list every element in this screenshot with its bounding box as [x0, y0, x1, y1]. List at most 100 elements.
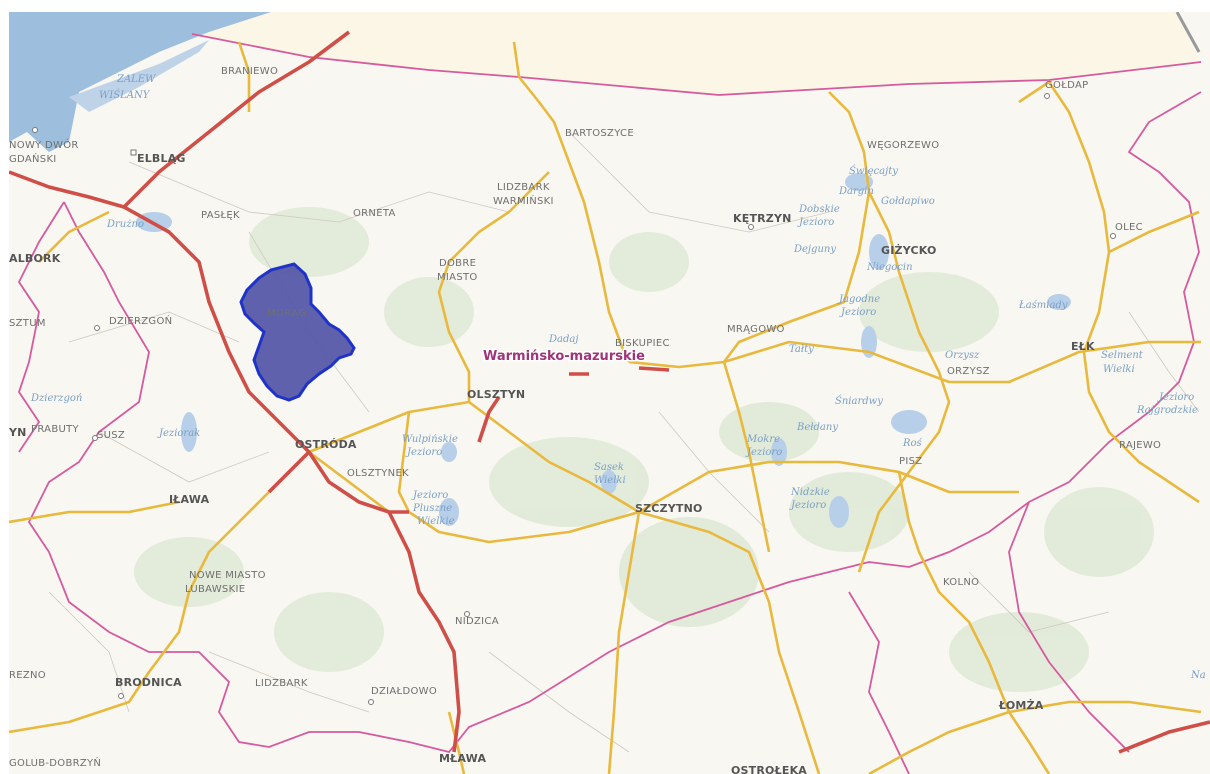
city-labels: OLSZTYN ELBLĄG OSTRÓDA SZCZYTNO KĘTRZYN … [9, 152, 1095, 774]
city-label-kwidzyn: YN [9, 426, 27, 439]
town-label-orneta: ORNETA [353, 208, 396, 219]
town-label-paslek: PASŁĘK [201, 210, 240, 221]
town-label-nowy-dwor-1: NOWY DWÓR [9, 138, 79, 151]
town-label-lidzbark-warminski-1: LIDZBARK [497, 182, 550, 193]
town-label-grajewo: RAJEWO [1119, 440, 1161, 451]
city-label-ilawa: IŁAWA [169, 493, 210, 506]
main-roads [9, 41, 1202, 774]
city-label-lomza: ŁOMŻA [998, 698, 1044, 712]
lake-label-dadaj: Dadaj [548, 334, 578, 345]
town-label-susz: SUSZ [97, 430, 125, 441]
town-label-lidzbark-warminski-2: WARMIŃSKI [493, 194, 554, 207]
lake-label-zalew-1: ZALEW [116, 74, 156, 85]
town-label-kolno: KOLNO [943, 577, 979, 588]
lake-label-wulpinskie-2: Jezioro [405, 447, 442, 458]
region-label: Warmińsko-mazurskie [483, 349, 645, 364]
map-canvas[interactable]: ZALEW WIŚLANY Drużno Jeziorak Dzierzgoń … [9, 12, 1210, 774]
lake-label-sasek-2: Wielki [594, 475, 626, 486]
town-label-dzialdowo: DZIAŁDOWO [371, 686, 437, 697]
lake-label-mokre-2: Jezioro [745, 447, 782, 458]
city-label-ostroda: OSTRÓDA [295, 438, 357, 451]
town-label-sztum: SZTUM [9, 318, 46, 329]
lake-label-rajgrodzkie-1: Jezioro [1157, 392, 1194, 403]
lake-labels: ZALEW WIŚLANY Drużno Jeziorak Dzierzgoń … [30, 74, 1206, 681]
city-label-olsztyn: OLSZTYN [467, 388, 525, 401]
lake-label-plusne-2: Pluszne [412, 503, 452, 514]
city-label-ostroleka: OSTROŁĘKA [731, 764, 807, 774]
lake-label-rajgrodzkie-2: Rajgrodzkie [1136, 405, 1198, 416]
town-label-dobre-miasto-1: DOBRE [439, 258, 476, 269]
town-label-nowe-miasto-2: LUBAWSKIE [185, 584, 245, 595]
lake-label-plusne-1: Jezioro [411, 490, 448, 501]
sea-area [9, 12, 271, 152]
lake-label-beldany: Bełdany [796, 422, 838, 433]
town-label-braniewo: BRANIEWO [221, 66, 278, 77]
lake-label-dobskie-2: Jezioro [797, 217, 834, 228]
lake-label-druzno: Drużno [106, 219, 144, 230]
city-label-mlawa: MŁAWA [439, 752, 486, 765]
town-label-dobre-miasto-2: MIASTO [437, 272, 478, 283]
lake-label-lasmiady: Łaśmiady [1018, 300, 1068, 311]
highlighted-area[interactable] [239, 262, 356, 402]
forest-areas [134, 207, 1154, 692]
lake-label-jeziorak: Jeziorak [157, 428, 200, 439]
city-label-ketrzyn: KĘTRZYN [733, 212, 792, 225]
lake-label-dejguny: Dejguny [793, 244, 836, 255]
town-label-pisz: PISZ [899, 456, 922, 467]
lake-label-nidzkie-2: Jezioro [789, 500, 826, 511]
lake-label-orzysz: Orzysz [945, 350, 980, 361]
town-label-wegorzewo: WĘGORZEWO [867, 140, 939, 151]
town-label-golub: GOLUB-DOBRZYŃ [9, 756, 101, 769]
town-label-dzierzgon: DZIERZGOŃ [109, 314, 172, 327]
town-label-nowy-dwor-2: GDAŃSKI [9, 152, 57, 165]
lake-label-selment-2: Wielki [1103, 364, 1135, 375]
lake-label-dobskie-1: Dobskie [798, 204, 840, 215]
lake-label-zalew-2: WIŚLANY [99, 89, 151, 101]
lake-label-goldapiwo: Gołdapiwo [881, 196, 935, 207]
lake-label-selment-1: Selment [1101, 350, 1144, 361]
voivodeship-borders [17, 33, 1202, 774]
city-label-szczytno: SZCZYTNO [635, 502, 703, 515]
city-label-malbork: ALBORK [9, 252, 61, 265]
country-border [1175, 12, 1201, 53]
town-label-biskupiec: BISKUPIEC [615, 338, 670, 349]
lake-label-niegocin: Niegocin [866, 262, 913, 273]
lake-label-talty: Tałty [789, 344, 814, 355]
expressways [9, 30, 1210, 754]
lake-label-na: Na [1190, 670, 1206, 681]
lake-label-ros: Roś [902, 438, 923, 449]
lake-label-dzierzgon: Dzierzgoń [30, 393, 82, 404]
town-label-nidzica: NIDZICA [455, 616, 499, 627]
city-label-gizycko: GIŻYCKO [881, 243, 937, 257]
lake-label-dargin: Dargin [838, 186, 874, 197]
foreign-territory [189, 12, 1199, 95]
lake-label-mokre-1: Mokre [746, 434, 780, 445]
lake-label-nidzkie-1: Nidzkie [790, 487, 830, 498]
town-label-nowe-miasto-1: NOWE MIASTO [189, 570, 266, 581]
lake-label-swiecajty: Święcajty [849, 165, 898, 177]
city-markers [32, 93, 1116, 705]
city-label-brodnica: BRODNICA [115, 676, 182, 689]
town-label-morag: MORĄG [267, 308, 306, 319]
lake-label-jagodne-2: Jezioro [839, 307, 876, 318]
town-label-bartoszyce: BARTOSZYCE [565, 128, 634, 139]
town-label-olsztynek: OLSZTYNEK [347, 468, 409, 479]
minor-roads [48, 131, 1200, 753]
lake-label-wulpinskie-1: Wulpińskie [402, 434, 458, 445]
lake-label-sasek-1: Sasek [594, 462, 624, 473]
town-label-rypin: REZNO [9, 670, 46, 681]
town-label-prabuty: PRABUTY [31, 424, 80, 435]
lake-label-plusne-3: Wielkie [417, 516, 455, 527]
town-label-orzysz: ORZYSZ [947, 366, 990, 377]
lake-label-jagodne-1: Jagodne [837, 294, 880, 305]
lake-label-sniardwy: Śniardwy [835, 395, 883, 407]
town-label-goldap: GOŁDAP [1045, 80, 1088, 91]
city-label-elblag: ELBLĄG [137, 152, 186, 165]
lagoon-shore [69, 40, 209, 112]
town-label-olecko: OLEC [1115, 222, 1143, 233]
town-label-mragowo: MRĄGOWO [727, 324, 785, 335]
city-label-elk: EŁK [1071, 340, 1095, 353]
town-label-lidzbark: LIDZBARK [255, 678, 308, 689]
town-labels: BRANIEWO BARTOSZYCE WĘGORZEWO GOŁDAP LID… [9, 66, 1161, 769]
